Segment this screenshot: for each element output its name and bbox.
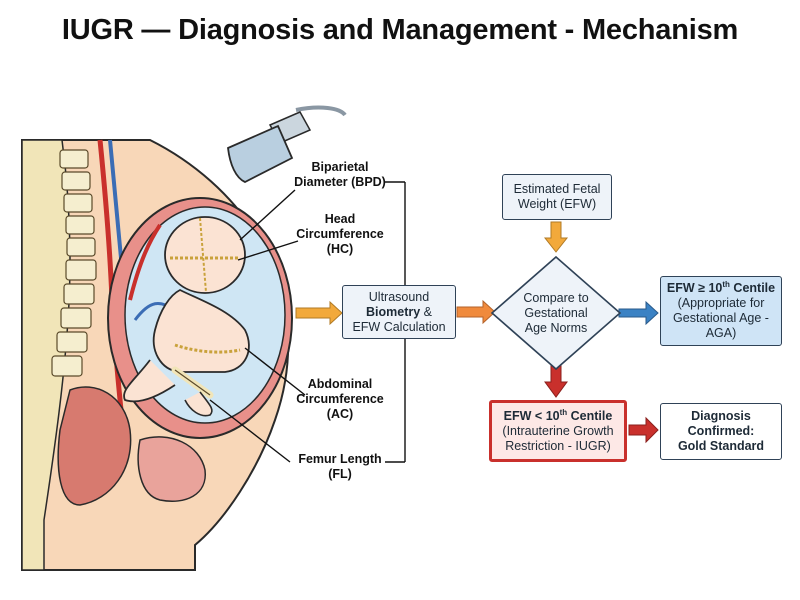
page-title: IUGR — Diagnosis and Management - Mechan…: [61, 14, 739, 46]
label-ac: Abdominal Circumference (AC): [296, 377, 384, 421]
ultrasound-probe-icon: [227, 105, 347, 183]
efw-box: Estimated Fetal Weight (EFW): [502, 174, 612, 220]
ultrasound-biometry-box: Ultrasound Biometry & EFW Calculation: [342, 285, 456, 339]
compare-diamond: [490, 255, 622, 371]
diagnosis-box: Diagnosis Confirmed: Gold Standard: [660, 403, 782, 460]
aga-box: EFW ≥ 10th Centile (Appropriate for Gest…: [660, 276, 782, 346]
fetus: [123, 216, 250, 417]
label-hc: Head Circumference (HC): [296, 212, 384, 256]
iugr-box: EFW < 10th Centile (Intrauterine Growth …: [489, 400, 627, 462]
compare-text: Compare to Gestational Age Norms: [523, 291, 589, 335]
label-bpd: Biparietal Diameter (BPD): [294, 160, 386, 189]
label-fl: Femur Length (FL): [298, 452, 382, 481]
